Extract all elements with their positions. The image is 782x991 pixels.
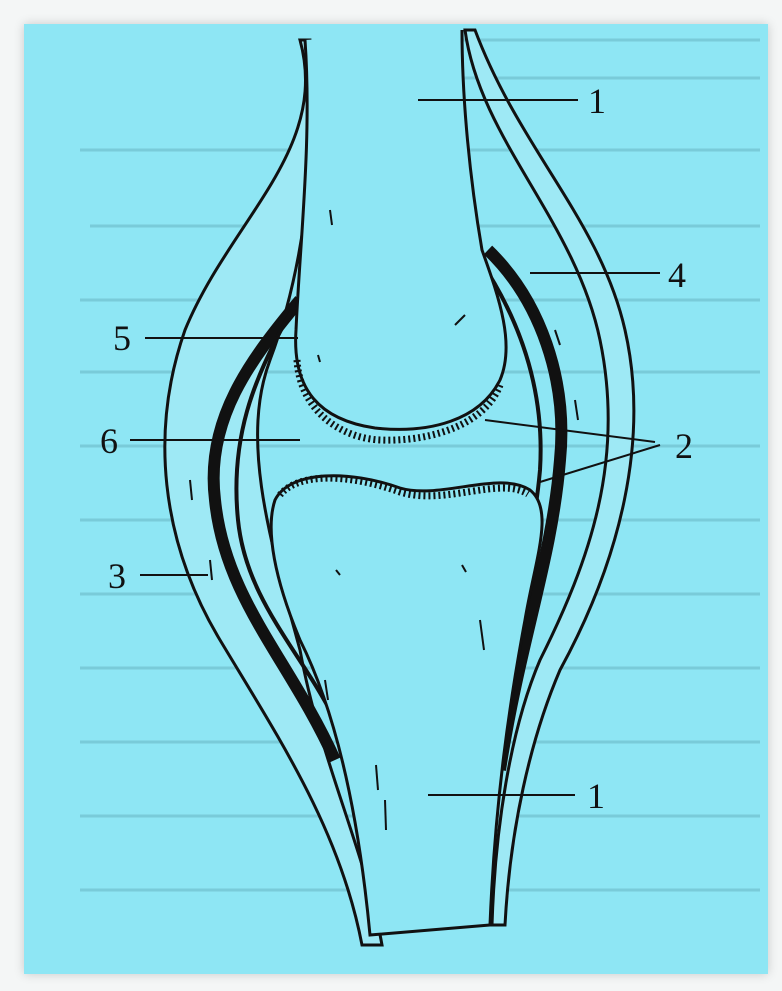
label-2: 2 (675, 426, 693, 466)
label-5: 5 (113, 318, 131, 358)
label-3: 3 (108, 556, 126, 596)
label-1-top: 1 (588, 81, 606, 121)
label-1-bottom: 1 (587, 776, 605, 816)
label-4: 4 (668, 255, 686, 295)
label-6: 6 (100, 421, 118, 461)
upper-bone (296, 30, 507, 429)
